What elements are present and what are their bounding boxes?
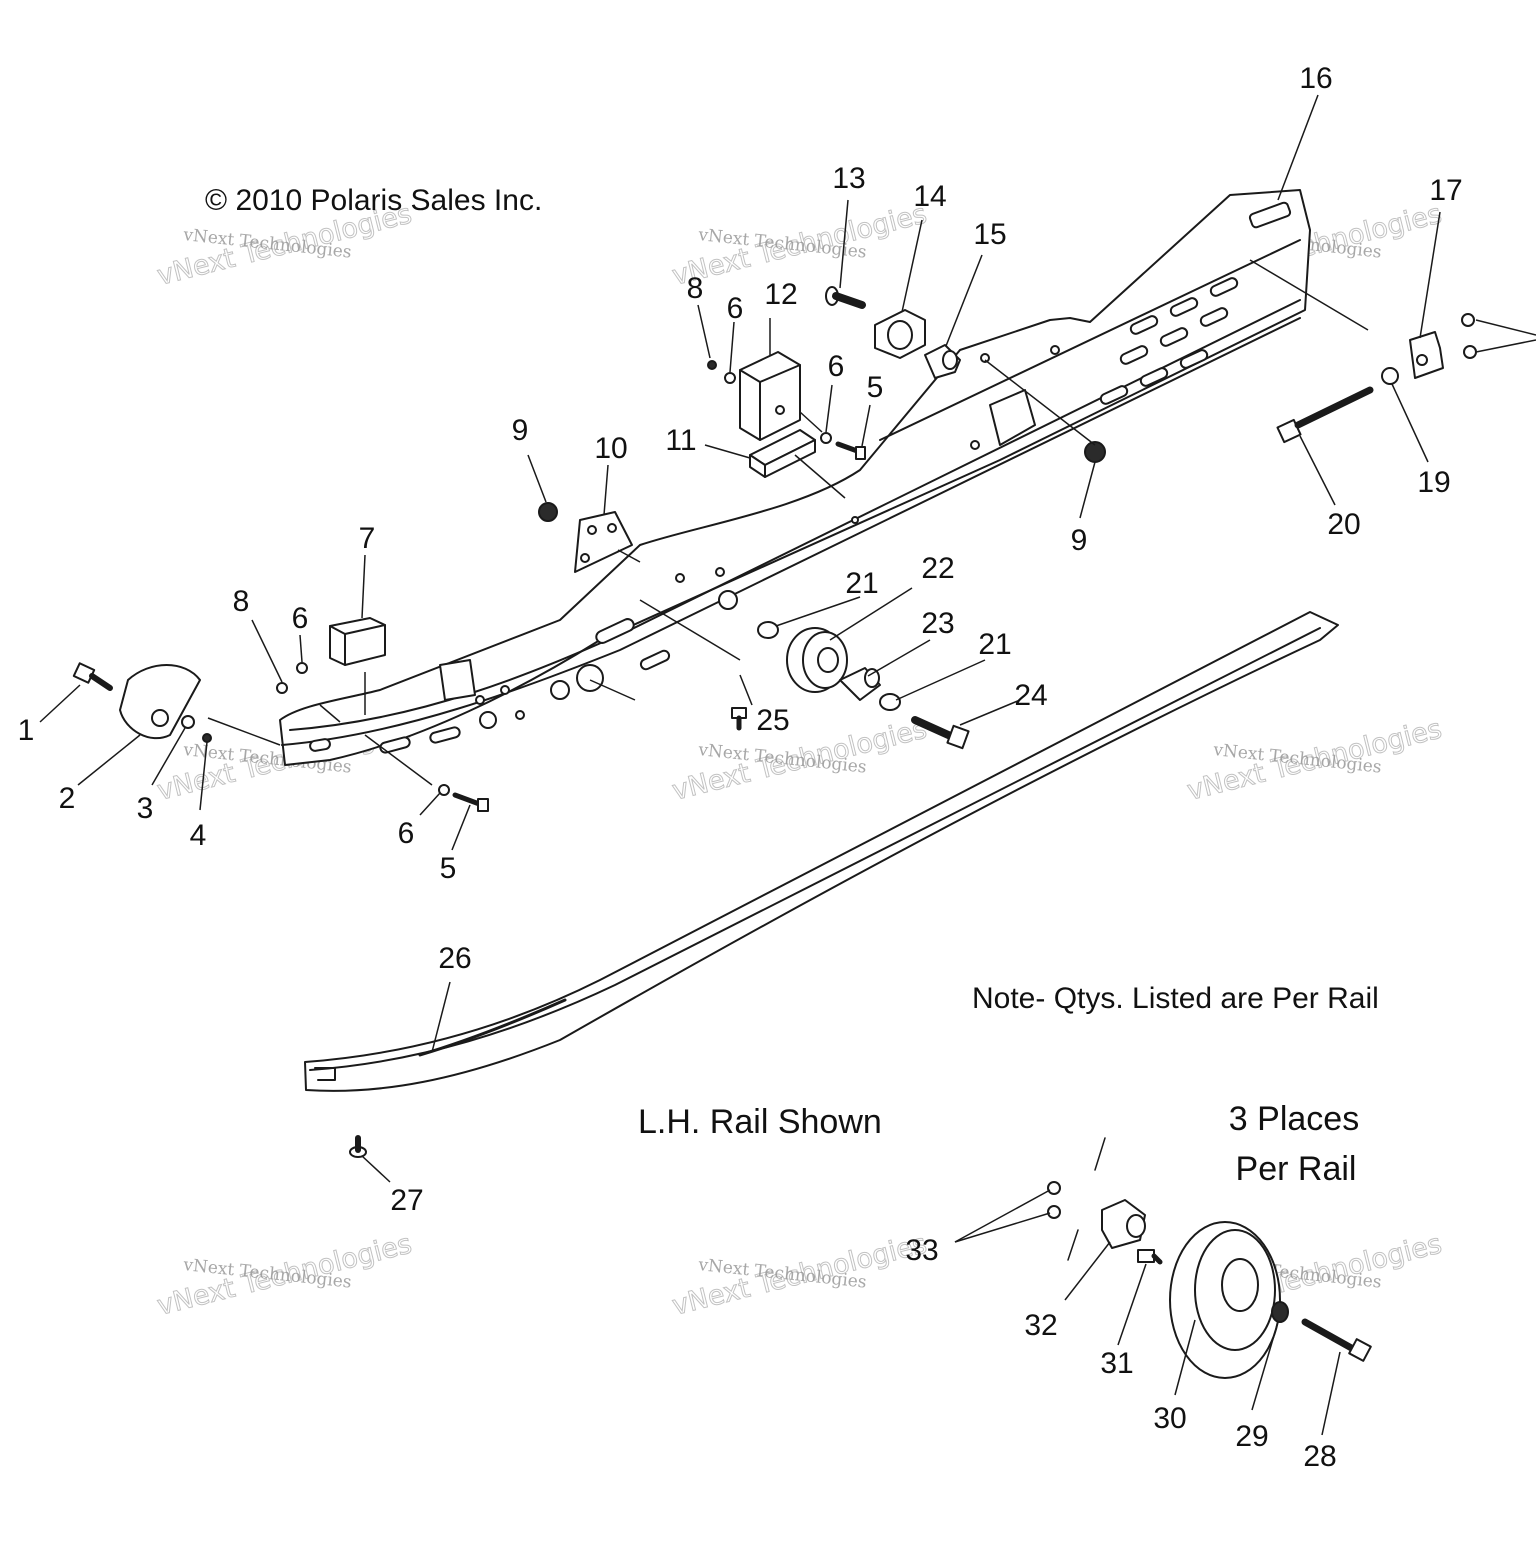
callout-12: 12 [764,278,797,311]
parts-artwork [72,189,1477,1379]
watermark: vNext Technologies vNext Technologies [669,713,931,807]
watermark: vNext Technologies vNext Technologies [1184,713,1446,807]
callout-5-lower: 5 [440,852,457,885]
callout-21-upper: 21 [845,567,878,600]
callout-7: 7 [359,522,376,555]
callout-8-left: 8 [233,585,250,618]
bracket-32 [1101,1199,1146,1249]
bolt-28 [1301,1318,1372,1362]
bolt-5b [452,792,489,812]
nut-17a [1461,313,1475,327]
callout-21-lower: 21 [978,628,1011,661]
hidden-line [1067,1229,1079,1261]
bolt-31 [1137,1249,1163,1265]
wheel-30 [1169,1221,1281,1379]
block-12 [739,351,801,441]
bushing-23 [839,667,881,701]
callouts: 1 2 3 4 5 5 6 6 6 6 7 8 8 9 9 10 11 12 1… [18,62,1463,1473]
callout-33: 33 [905,1234,938,1267]
rail-16 [279,189,1311,766]
callout-6-right: 6 [828,350,845,383]
nut-33a [1047,1181,1061,1195]
nut-33b [1047,1205,1061,1219]
nut-19 [1381,367,1399,385]
rail-shown-note: L.H. Rail Shown [638,1103,882,1141]
callout-5-upper: 5 [867,371,884,404]
callout-31: 31 [1100,1347,1133,1380]
bracket-17 [1409,331,1444,379]
block-7 [329,617,386,666]
bolt-13 [825,286,866,309]
nut-17b [1463,345,1477,359]
callout-6-left: 6 [292,602,309,635]
washer-6d [820,432,832,444]
callout-13: 13 [832,162,865,195]
wear-strip-26 [304,611,1339,1092]
bolt-25 [731,707,747,731]
washer-29 [1271,1301,1289,1323]
places-note-line2: Per Rail [1236,1150,1357,1188]
spacer-11 [749,429,816,478]
bolt-5a [835,441,866,460]
bolt-20 [1276,386,1374,444]
washer-3 [181,715,195,729]
bushing-15 [924,344,961,379]
qty-note: Note- Qtys. Listed are Per Rail [972,982,1379,1015]
callout-6-lower: 6 [398,817,415,850]
callout-20: 20 [1327,508,1360,541]
callout-11: 11 [665,424,696,457]
callout-29: 29 [1235,1420,1268,1453]
wheel-22 [786,627,848,693]
callout-22: 22 [921,552,954,585]
callout-4: 4 [190,819,207,852]
callout-9-left: 9 [512,414,529,447]
callout-2: 2 [59,782,76,815]
callout-8-top: 8 [687,272,704,305]
callout-14: 14 [913,180,946,213]
callout-17: 17 [1429,174,1462,207]
nut-8b [707,360,717,370]
callout-9-right: 9 [1071,524,1088,557]
callout-1: 1 [18,714,35,747]
callout-10: 10 [594,432,627,465]
nut-4 [202,733,212,743]
bumper-14 [874,309,926,359]
callout-32: 32 [1024,1309,1057,1342]
callout-26: 26 [438,942,471,975]
bolt-24 [911,716,970,750]
nut-9a [538,502,558,522]
rail-slots [309,201,1292,754]
watermark: vNext Technologies vNext Technologies [154,1228,416,1322]
places-note-line1: 3 Places [1229,1100,1359,1138]
callout-16: 16 [1299,62,1332,95]
nut-8a [276,682,288,694]
rivet-27 [349,1135,367,1158]
end-cap-2 [119,664,201,740]
hidden-line [1094,1137,1106,1171]
callout-25: 25 [756,704,789,737]
bolt-1 [72,662,113,691]
callout-3: 3 [137,792,154,825]
washer-21a [757,621,779,639]
copyright-text: © 2010 Polaris Sales Inc. [205,184,542,217]
watermark: vNext Technologies vNext Technologies [669,1228,931,1322]
leader-lines [39,94,1536,1436]
callout-24: 24 [1014,679,1047,712]
nut-6a [296,662,308,674]
callout-23: 23 [921,607,954,640]
callout-28: 28 [1303,1440,1336,1473]
callout-30: 30 [1153,1402,1186,1435]
washer-6c [724,372,736,384]
washer-21b [879,693,901,711]
callout-6-top: 6 [727,292,744,325]
callout-27: 27 [390,1184,423,1217]
watermark: vNext Technologies vNext Technologies [669,198,931,292]
washer-6b [438,784,450,796]
callout-15: 15 [973,218,1006,251]
callout-19: 19 [1417,466,1450,499]
